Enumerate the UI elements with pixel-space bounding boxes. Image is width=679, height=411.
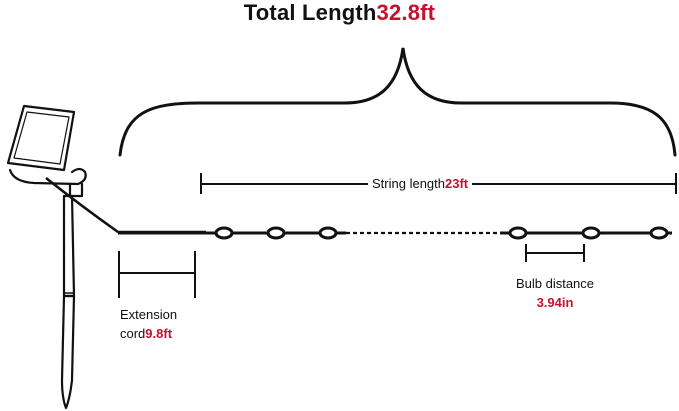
extension-cord-value: 9.8ft — [145, 326, 173, 341]
extension-cord-line2: cord9.8ft — [120, 324, 177, 343]
bulb-icon — [508, 226, 528, 240]
extension-cord-dimension — [118, 251, 196, 298]
string-length-value: 23ft — [445, 176, 469, 191]
extension-cord-line1: Extension — [120, 307, 178, 322]
extension-cord-label: Extension cord9.8ft — [120, 305, 177, 343]
bulb-distance-dimension — [525, 244, 585, 262]
bulb-distance-text: Bulb distance — [515, 276, 595, 291]
extension-cord-cable — [45, 176, 206, 234]
solar-panel-stake-icon — [6, 104, 87, 410]
bulb-icon — [318, 226, 338, 240]
bulb-distance-label: Bulb distance 3.94in — [505, 274, 605, 312]
bulb-icon — [649, 226, 669, 240]
extension-cord-text: cord — [120, 326, 146, 341]
bulb-icon — [214, 226, 234, 240]
bulb-icon — [266, 226, 286, 240]
bulb-icon — [581, 226, 601, 240]
total-length-brace — [118, 47, 677, 157]
string-length-label: String length23ft — [368, 176, 473, 191]
string-length-text: String length — [372, 176, 445, 191]
total-length-value: 32.8ft — [376, 0, 436, 25]
bulb-distance-value: 3.94in — [536, 295, 574, 310]
total-length-text: Total Length — [243, 0, 377, 25]
total-length-title: Total Length32.8ft — [0, 0, 679, 26]
